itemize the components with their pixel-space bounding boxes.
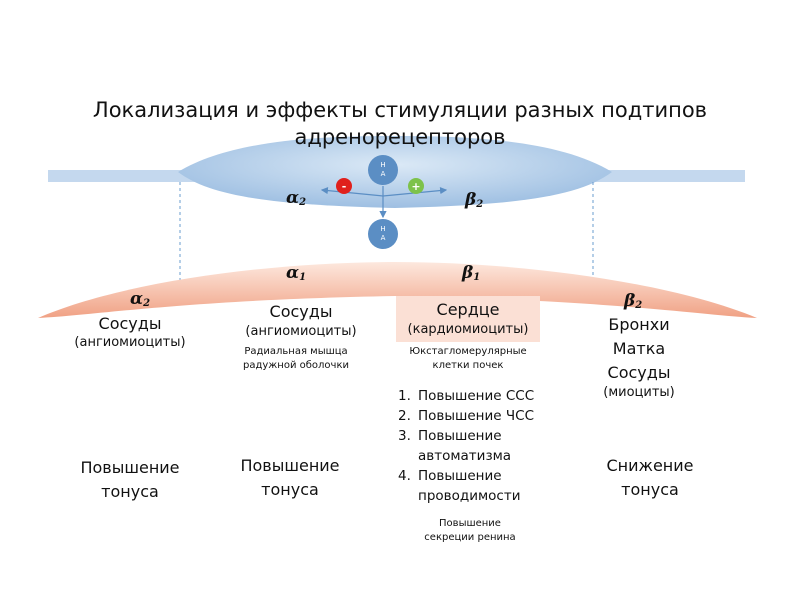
receptor-postsynaptic-alpha1: α1 xyxy=(286,263,307,283)
receptor-beta2-column: β2 xyxy=(624,291,643,311)
na-top-letter-1: Н xyxy=(380,161,385,169)
alpha2-effect-line-1: Повышение xyxy=(80,458,180,477)
receptor-postsynaptic-beta1: β1 xyxy=(462,263,481,283)
na-bottom-letter-2: А xyxy=(381,234,386,242)
svg-text:-: - xyxy=(342,180,347,193)
na-top-molecule: Н А xyxy=(368,155,398,185)
page-title: Локализация и эффекты стимуляции разных … xyxy=(92,98,708,149)
alpha1-target: Сосуды xyxy=(269,302,333,321)
presynaptic-membrane-right xyxy=(585,170,745,182)
list-item: 4.Повышение проводимости xyxy=(398,468,521,504)
heart-highlight-box xyxy=(396,296,540,342)
beta2-target-1: Бронхи xyxy=(608,315,670,334)
beta1-target: Сердце xyxy=(436,300,500,319)
list-item: 3.Повышение автоматизма xyxy=(398,428,512,464)
receptor-presynaptic-beta2: β2 xyxy=(465,190,484,210)
alpha1-cells: (ангиомиоциты) xyxy=(245,324,357,339)
beta1-cells: (кардиомиоциты) xyxy=(407,322,529,337)
beta1-renin-line-2: секреции ренина xyxy=(424,532,516,543)
beta2-cells: (миоциты) xyxy=(603,385,675,400)
beta2-effect-line-2: тонуса xyxy=(621,480,679,499)
receptor-alpha2-column: α2 xyxy=(130,289,151,309)
minus-feedback-icon: - xyxy=(336,178,352,194)
plus-feedback-icon: + xyxy=(408,178,424,194)
beta2-target-2: Матка xyxy=(612,339,666,358)
alpha2-target: Сосуды xyxy=(98,314,162,333)
alpha2-cells: (ангиомиоциты) xyxy=(74,335,186,350)
beta1-extra-line-2: клетки почек xyxy=(432,360,504,371)
beta2-target-3: Сосуды xyxy=(607,363,671,382)
beta1-effects-list: 1.Повышение ССС 2.Повышение ЧСС 3.Повыше… xyxy=(398,386,534,506)
presynaptic-membrane-left xyxy=(48,170,208,182)
receptor-presynaptic-alpha2: α2 xyxy=(286,188,307,208)
alpha2-effect-line-2: тонуса xyxy=(101,482,159,501)
na-top-letter-2: А xyxy=(381,170,386,178)
beta2-effect-line-1: Снижение xyxy=(606,456,694,475)
alpha1-extra-line-1: Радиальная мышца xyxy=(244,346,348,357)
na-bottom-molecule: Н А xyxy=(368,219,398,249)
list-item: 2.Повышение ЧСС xyxy=(398,408,534,424)
alpha1-effect-line-1: Повышение xyxy=(240,456,340,475)
beta1-renin-line-1: Повышение xyxy=(439,518,501,529)
na-bottom-letter-1: Н xyxy=(380,225,385,233)
alpha1-extra-line-2: радужной оболочки xyxy=(242,360,349,371)
alpha1-effect-line-2: тонуса xyxy=(261,480,319,499)
na-arrow-to-alpha2 xyxy=(320,187,384,197)
postsynaptic-membrane xyxy=(38,262,757,318)
beta1-extra-line-1: Юкстагломерулярные xyxy=(409,346,527,357)
list-item: 1.Повышение ССС xyxy=(398,388,535,404)
svg-text:+: + xyxy=(411,180,420,193)
